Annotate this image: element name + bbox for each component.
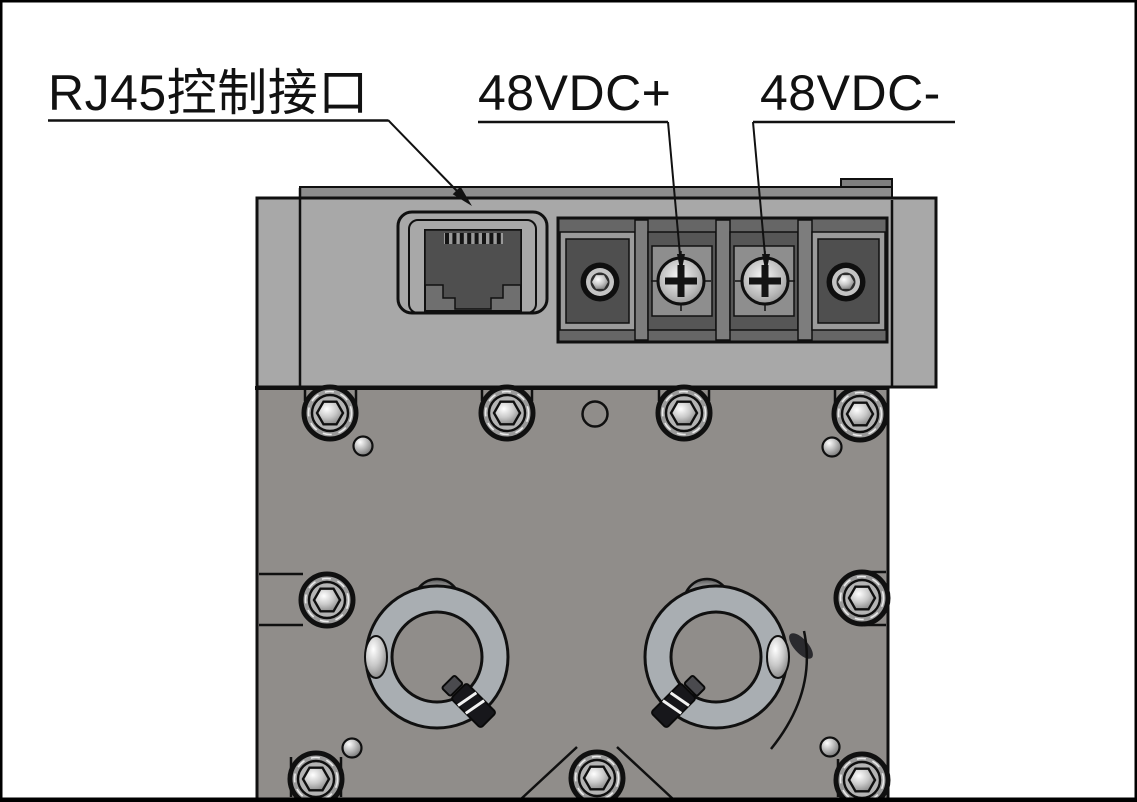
terminal-cell-4 <box>811 231 886 331</box>
terminal-divider <box>797 219 813 341</box>
pilot-hole <box>581 400 609 428</box>
rj45-leader-arrow-icon <box>452 186 472 206</box>
device-drawing <box>255 178 938 802</box>
hex-socket-bolt <box>834 388 886 440</box>
hex-socket-bolt <box>481 387 533 439</box>
hex-socket-bolt <box>301 574 353 626</box>
vdc-minus-leader-tip <box>762 254 770 274</box>
rj45-bezel-inner <box>408 219 537 314</box>
terminal-divider <box>715 219 731 341</box>
callout-48vdc-minus: 48VDC- <box>752 65 955 274</box>
bottom-v-guides <box>520 746 674 800</box>
hex-socket-bolt <box>304 387 356 439</box>
terminal-cell-2 <box>647 231 717 331</box>
rj45-opening <box>424 229 522 310</box>
hex-socket-bolt <box>836 754 888 802</box>
rj45-leader-line <box>387 119 458 192</box>
rj45-pins <box>444 233 503 244</box>
ring-terminal-left <box>580 262 620 302</box>
hex-socket-bolt <box>658 387 710 439</box>
edge-arc <box>770 630 809 750</box>
vdc-minus-callout-label: 48VDC- <box>760 65 941 121</box>
callout-rj45: RJ45控制接口 <box>48 65 472 206</box>
dowel-ball <box>819 736 841 758</box>
ring-side-tab <box>766 635 790 679</box>
dowel-ball <box>821 436 843 458</box>
vdc-minus-leader-line <box>752 121 767 267</box>
ring-side-tab <box>364 635 388 679</box>
ring-terminal-right <box>826 262 866 302</box>
rj45-port <box>396 210 549 315</box>
rj45-callout-label: RJ45控制接口 <box>48 65 369 121</box>
callout-48vdc-plus: 48VDC+ <box>478 65 685 274</box>
hex-socket-bolt <box>836 572 888 624</box>
hex-socket-bolt <box>290 753 342 802</box>
terminal-divider <box>634 219 649 341</box>
dowel-ball <box>352 435 374 457</box>
vdc-plus-callout-label: 48VDC+ <box>478 65 671 121</box>
hex-socket-bolt <box>571 752 623 802</box>
terminal-cell-1 <box>559 231 636 331</box>
terminal-block <box>556 216 889 344</box>
vdc-plus-leader-line <box>667 121 682 267</box>
vdc-plus-leader-tip <box>677 254 685 274</box>
clamp-ring-left <box>364 577 510 730</box>
dowel-ball <box>341 737 363 759</box>
clamp-ring-right <box>643 577 790 730</box>
